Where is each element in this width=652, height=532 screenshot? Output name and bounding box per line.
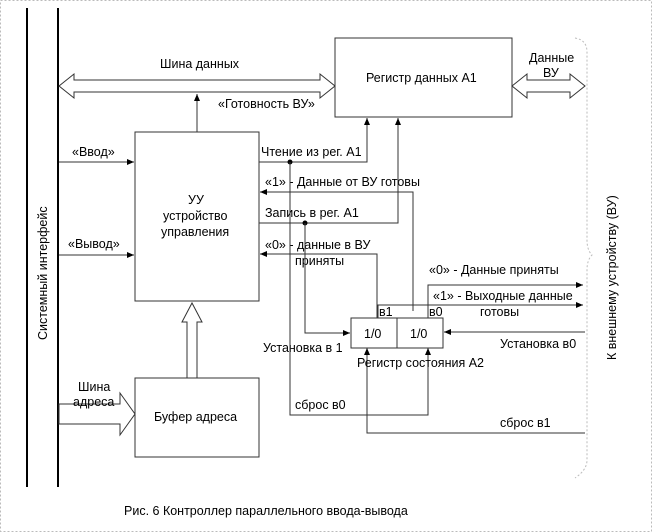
address-buffer — [134, 377, 260, 458]
system-interface-label: Системный интерфейс — [36, 206, 50, 340]
address-bus-label-1: Шина — [78, 380, 110, 394]
read-a1-label: Чтение из рег. А1 — [261, 145, 362, 159]
data-accepted-label: «0» - Данные приняты — [429, 263, 559, 277]
data-accepted-by-device-wire — [260, 251, 378, 318]
status-register-label: Регистр состояния А2 — [357, 356, 484, 370]
figure-caption: Рис. 6 Контроллер параллельного ввода-вы… — [124, 504, 408, 518]
control-unit-label-1: УУ — [188, 193, 204, 207]
output-data-ready-label-1: «1» - Выходные данные — [433, 289, 573, 303]
output-label: «Вывод» — [68, 237, 120, 251]
address-bus-arrow — [58, 391, 136, 437]
data-ready-from-device-wire — [260, 189, 414, 311]
reset-b1-label: сброс в1 — [500, 416, 551, 430]
bit-b0-label: в0 — [429, 305, 443, 319]
input-label: «Ввод» — [72, 145, 115, 159]
output-data-ready-wire — [377, 302, 583, 318]
reset-b0-label: сброс в0 — [295, 398, 346, 412]
reset-b0-wire — [289, 162, 431, 416]
output-data-ready-label-2: готовы — [480, 305, 519, 319]
bit-b1-label: в1 — [379, 305, 393, 319]
set-b1-label: Установка в 1 — [263, 341, 343, 355]
reset-b1-wire — [364, 348, 585, 434]
external-device-brace — [574, 37, 593, 479]
device-ready-label: «Готовность ВУ» — [218, 97, 315, 111]
data-accepted-wire — [427, 282, 583, 318]
set-b1-wire — [304, 223, 350, 336]
data-accepted-by-device-label-2: приняты — [295, 254, 344, 268]
read-a1-wire — [259, 118, 370, 163]
control-unit-label-3: управления — [161, 225, 229, 239]
data-register-a1 — [334, 37, 513, 118]
status-bit-0-value: 1/0 — [410, 327, 427, 341]
address-buffer-label: Буфер адреса — [154, 410, 237, 424]
data-accepted-by-device-label-1: «0» - данные в ВУ — [265, 238, 370, 252]
control-unit — [134, 131, 260, 302]
write-a1-label: Запись в рег. А1 — [265, 206, 359, 220]
device-data-label-1: Данные — [529, 51, 574, 65]
control-unit-label-2: устройство — [163, 209, 227, 223]
address-to-control-arrow — [181, 301, 203, 379]
device-data-label-2: ВУ — [543, 66, 559, 80]
status-bit-0-cell — [396, 317, 444, 349]
address-bus-label-2: адреса — [73, 395, 114, 409]
data-ready-from-device-label: «1» - Данные от ВУ готовы — [265, 175, 420, 189]
data-register-a1-label: Регистр данных А1 — [366, 71, 477, 85]
data-bus-label: Шина данных — [160, 57, 240, 71]
status-bit-1-value: 1/0 — [364, 327, 381, 341]
external-device-label: К внешнему устройству (ВУ) — [605, 195, 619, 360]
device-data-bus-arrow — [511, 72, 586, 100]
set-b0-label: Установка в0 — [500, 337, 576, 351]
